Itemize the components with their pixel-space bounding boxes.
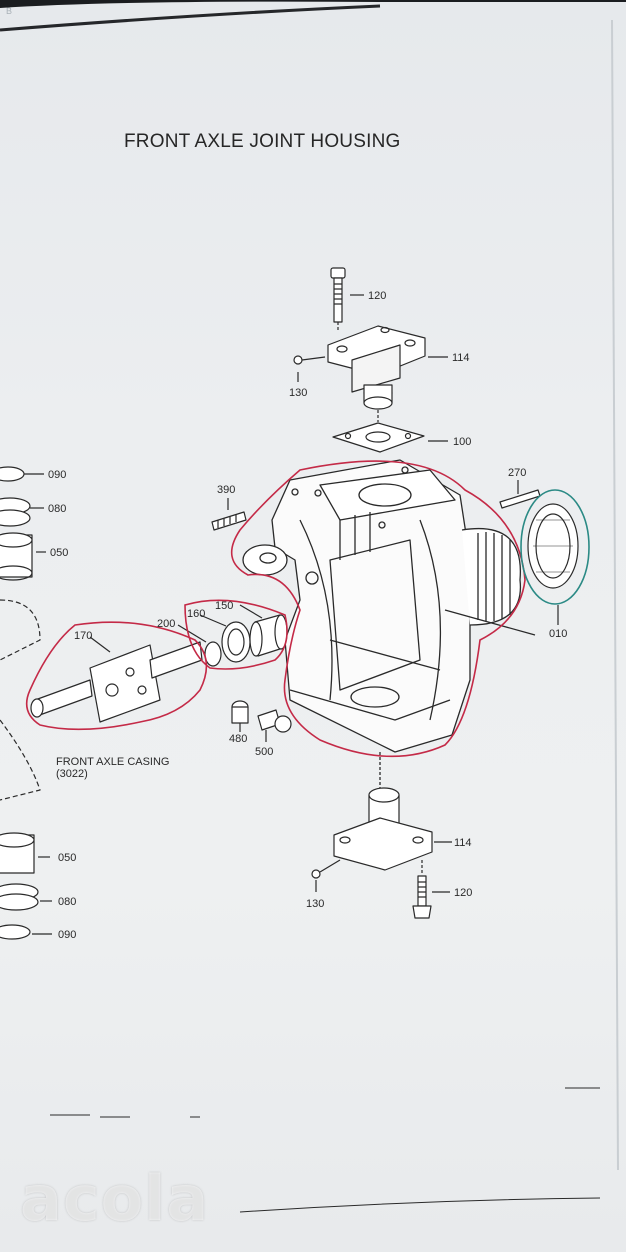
label-130-bottom: 130 (306, 898, 325, 910)
label-114-bottom: 114 (454, 837, 472, 849)
plug-480 (231, 700, 249, 732)
bolt-120-bottom (412, 860, 450, 919)
label-390: 390 (217, 484, 236, 496)
label-010: 010 (549, 628, 568, 640)
red-markup (25, 460, 526, 758)
page-title: FRONT AXLE JOINT HOUSING (124, 131, 401, 152)
seal-010 (527, 503, 579, 625)
nipple-130-top (293, 355, 326, 382)
label-050-bottom: 050 (58, 852, 77, 864)
race-080-bottom (0, 883, 52, 911)
label-050-top: 050 (50, 547, 69, 559)
label-160: 160 (187, 608, 206, 620)
shim-100 (332, 410, 448, 453)
casing-label: FRONT AXLE CASING (3022) (56, 756, 170, 780)
bracket-114-top (327, 325, 448, 410)
red-outline-seals (184, 599, 288, 670)
stray-marks (50, 1087, 601, 1213)
label-130-top: 130 (289, 387, 308, 399)
label-100: 100 (453, 436, 472, 448)
label-150: 150 (215, 600, 234, 612)
bearing-050-top (0, 532, 46, 581)
teal-outline-seal (520, 489, 590, 605)
casing-label-ref: (3022) (56, 768, 88, 780)
axle-casing (0, 599, 41, 801)
casing-label-name: FRONT AXLE CASING (56, 756, 170, 768)
red-outline-shaft (25, 621, 208, 731)
ring-090-top (0, 466, 44, 482)
bolt-500 (257, 709, 292, 742)
bolt-120-top (330, 267, 364, 332)
screw-390 (211, 498, 247, 531)
drive-shaft-170 (30, 636, 203, 723)
label-120-top: 120 (368, 290, 387, 302)
watermark-logo: acola (20, 1162, 210, 1235)
sensor-270 (499, 480, 541, 509)
label-500: 500 (255, 746, 274, 758)
label-080-bottom: 080 (58, 896, 77, 908)
page-top-edge (0, 0, 626, 8)
label-200: 200 (157, 618, 176, 630)
nipple-130-bottom (311, 859, 341, 892)
page-right-edge (611, 19, 619, 1171)
label-090-bottom: 090 (58, 929, 77, 941)
label-080-top: 080 (48, 503, 67, 515)
label-480: 480 (229, 733, 248, 745)
label-090-top: 090 (48, 469, 67, 481)
label-120-bottom: 120 (454, 887, 473, 899)
joint-housing (242, 459, 536, 790)
page-fold-line (0, 4, 381, 32)
bracket-114-bottom (333, 787, 452, 871)
bush-150 (239, 604, 288, 657)
label-170: 170 (74, 630, 93, 642)
label-270: 270 (508, 467, 527, 479)
label-114-top: 114 (452, 352, 470, 364)
ring-090-bottom (0, 924, 52, 940)
red-outline-housing (230, 460, 526, 758)
corner-mark: B (6, 6, 13, 16)
bearing-050-bottom (0, 832, 50, 874)
race-080-top (0, 497, 44, 527)
